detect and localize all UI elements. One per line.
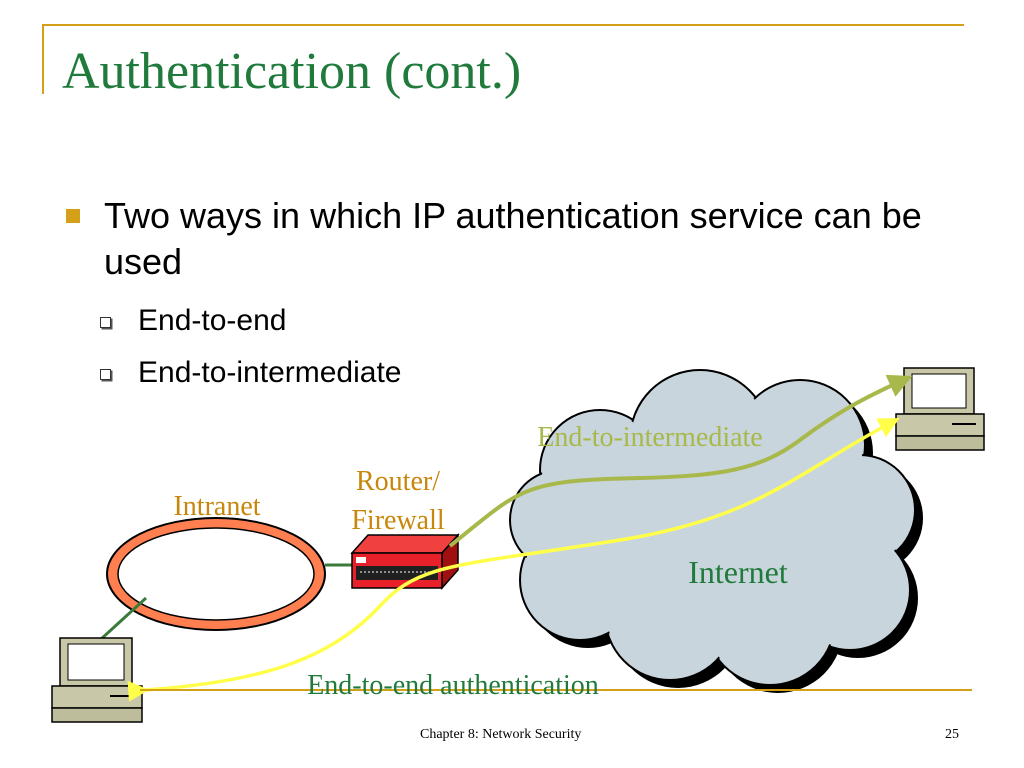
end-to-intermediate-label: End-to-intermediate bbox=[537, 422, 762, 453]
bullet-text: Two ways in which IP authentication serv… bbox=[104, 195, 922, 282]
end-to-end-label: End-to-end authentication bbox=[307, 670, 599, 701]
end-to-end-path bbox=[127, 418, 900, 702]
sub-bullet-text: End-to-intermediate bbox=[138, 356, 402, 389]
bullet-square-icon bbox=[66, 209, 80, 223]
footer-chapter: Chapter 8: Network Security bbox=[420, 727, 582, 742]
router-label-line2: Firewall bbox=[351, 505, 445, 536]
slide-title: Authentication (cont.) bbox=[62, 43, 522, 100]
internet-cloud-icon bbox=[509, 369, 923, 693]
footer-page-number: 25 bbox=[945, 727, 959, 742]
sub-bullet-text: End-to-end bbox=[138, 304, 287, 337]
internet-label: Internet bbox=[688, 554, 788, 590]
intranet-label: Intranet bbox=[173, 491, 260, 522]
hollow-square-bullet-icon bbox=[100, 317, 111, 328]
router-label-line1: Router/ bbox=[356, 466, 440, 497]
frame-left-line bbox=[42, 24, 44, 94]
router-firewall-icon bbox=[350, 533, 460, 590]
remote-host-computer-icon bbox=[895, 367, 985, 451]
hollow-square-bullet-icon bbox=[100, 369, 111, 380]
frame-top-line bbox=[42, 24, 964, 26]
host-computer-icon bbox=[51, 637, 143, 723]
